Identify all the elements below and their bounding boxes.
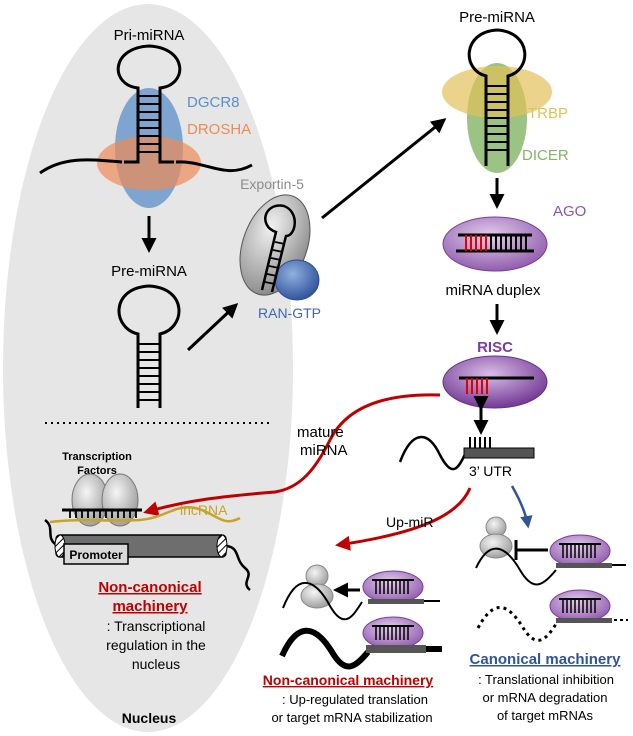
mature-mirna-label-2: miRNA bbox=[300, 442, 348, 459]
hairpin-icon bbox=[467, 28, 527, 166]
arrow-icon bbox=[321, 118, 447, 220]
nucleus-label: Nucleus bbox=[122, 710, 177, 726]
arrow-icon bbox=[510, 485, 533, 529]
pri-mirna-complex bbox=[39, 44, 253, 208]
arrow-icon bbox=[186, 302, 239, 352]
risc-complex bbox=[442, 355, 548, 409]
trbp-shape bbox=[442, 66, 552, 118]
hairpin-icon bbox=[116, 44, 182, 164]
drosha-label: DROSHA bbox=[187, 121, 251, 138]
mature-mirna-label-1: mature bbox=[297, 424, 344, 441]
exportin-label: Exportin-5 bbox=[240, 176, 304, 192]
pre-mirna-cyto-label: Pre-miRNA bbox=[459, 9, 535, 26]
nc-cyto-title: Non-canonical machinery bbox=[263, 672, 434, 688]
tf-label-2: Factors bbox=[77, 465, 117, 477]
canonical-desc-1: : Translational inhibition bbox=[478, 672, 614, 687]
utr-label: 3’ UTR bbox=[469, 463, 512, 479]
transcription-factor-shape bbox=[101, 473, 139, 527]
dicer-complex bbox=[442, 28, 552, 173]
pre-mirna-nucleus bbox=[117, 284, 181, 408]
target-mrna bbox=[398, 435, 535, 471]
promoter-label: Promoter bbox=[69, 548, 123, 562]
pri-mirna-label: Pri-miRNA bbox=[114, 27, 185, 44]
hairpin-icon bbox=[117, 284, 181, 408]
arrow-icon bbox=[143, 393, 441, 516]
nc-nucleus-desc-1: : Transcriptional bbox=[107, 618, 206, 634]
canonical-title: Canonical machinery bbox=[470, 651, 622, 668]
hairpin-icon bbox=[260, 204, 296, 293]
mirna-duplex-label: miRNA duplex bbox=[445, 282, 541, 299]
lncrna-label: lncRNA bbox=[180, 502, 228, 518]
ran-gtp-label: RAN-GTP bbox=[258, 305, 321, 321]
promoter-box bbox=[63, 543, 129, 565]
up-mir-label: Up-miR bbox=[386, 514, 433, 530]
canonical-desc-3: of target mRNAs bbox=[497, 708, 594, 723]
upregulated-translation bbox=[282, 564, 440, 621]
translational-inhibition bbox=[475, 516, 626, 586]
pre-mirna-nucleus-label: Pre-miRNA bbox=[111, 263, 187, 280]
lncrna-line bbox=[49, 506, 241, 524]
nc-nucleus-desc-3: nucleus bbox=[132, 656, 180, 672]
tf-label-1: Transcription bbox=[62, 451, 132, 463]
ago-duplex bbox=[442, 216, 548, 272]
canonical-desc-2: or mRNA degradation bbox=[482, 690, 607, 705]
drosha-shape bbox=[97, 136, 201, 190]
dgcr8-label: DGCR8 bbox=[187, 94, 240, 111]
nc-nucleus-title-2: machinery bbox=[112, 598, 188, 615]
dicer-label: DICER bbox=[522, 147, 569, 164]
mrna-stabilization bbox=[279, 616, 442, 670]
nc-nucleus-title-1: Non-canonical bbox=[98, 579, 201, 596]
ago-label: AGO bbox=[553, 203, 586, 220]
nc-cyto-desc-1: : Up-regulated translation bbox=[282, 692, 428, 707]
nc-cyto-desc-2: or target mRNA stabilization bbox=[271, 710, 432, 725]
exportin-complex bbox=[239, 194, 320, 301]
promoter-region bbox=[44, 473, 251, 591]
mrna-degradation bbox=[476, 589, 628, 642]
arrow-icon bbox=[335, 487, 472, 551]
nc-nucleus-desc-2: regulation in the bbox=[106, 637, 206, 653]
ran-gtp-shape bbox=[274, 259, 320, 301]
trbp-label: TRBP bbox=[528, 105, 568, 122]
risc-label: RISC bbox=[477, 339, 513, 356]
